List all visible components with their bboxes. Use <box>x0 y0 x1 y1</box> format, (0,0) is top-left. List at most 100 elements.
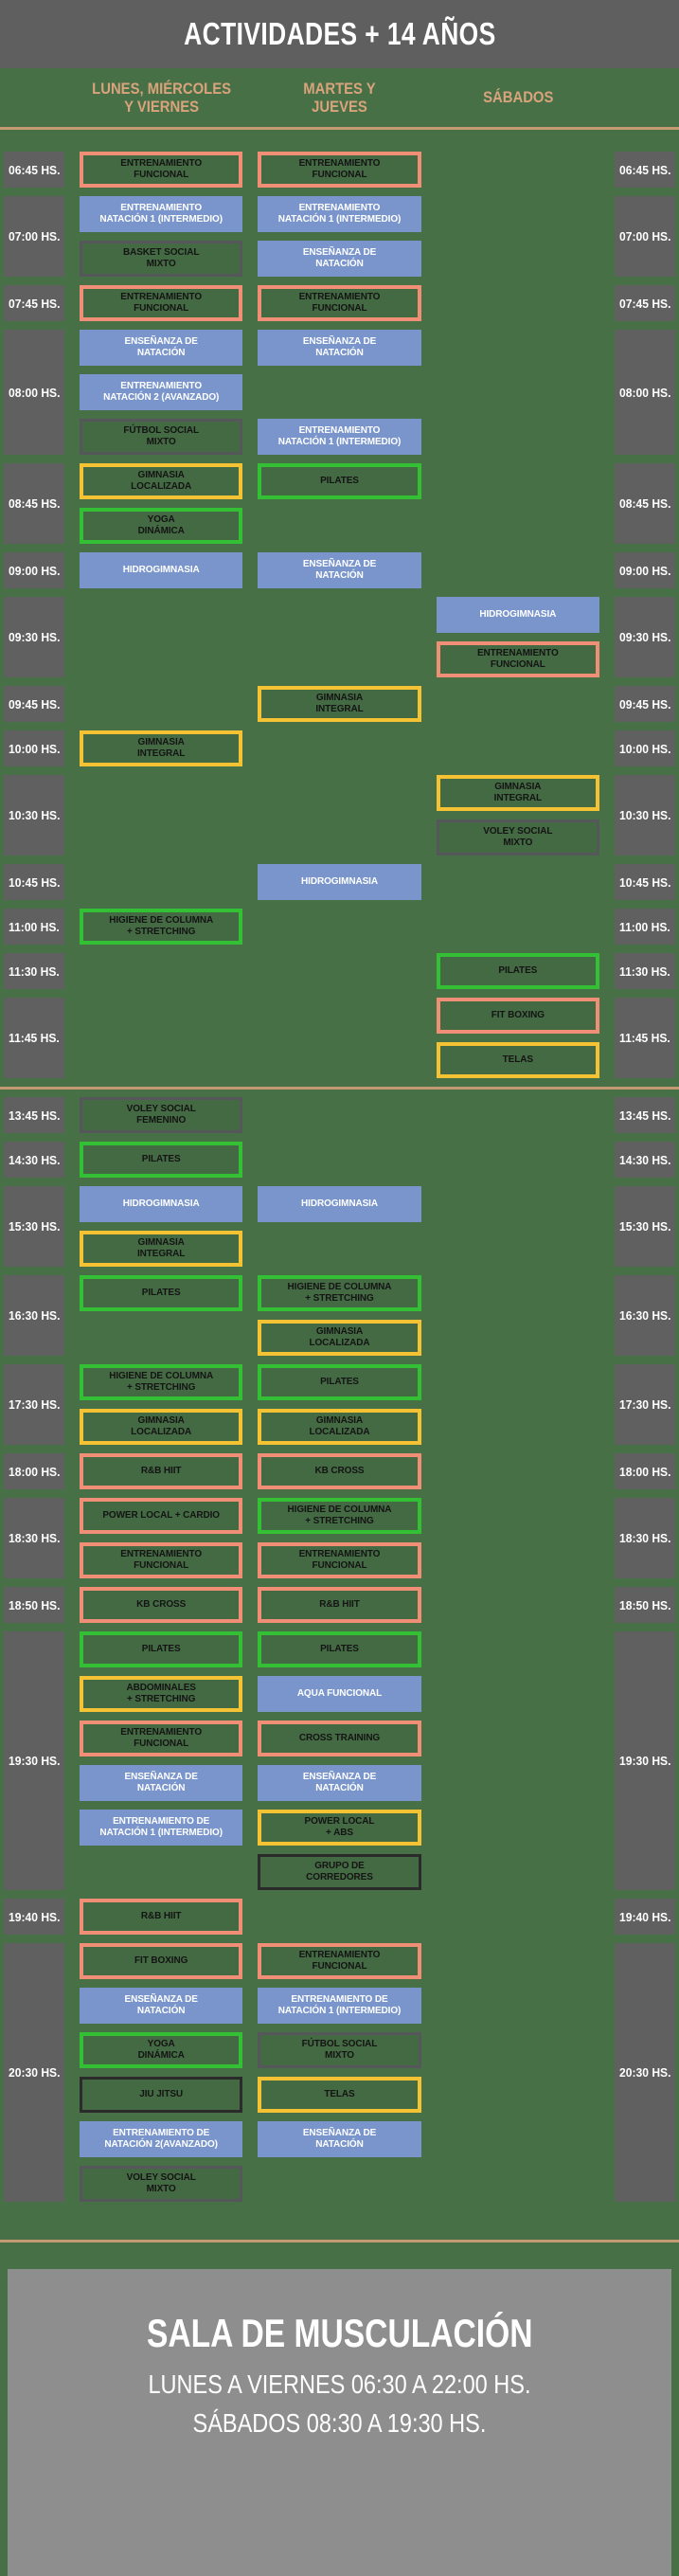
time-block: 13:45 HS.13:45 HS.VOLEY SOCIAL FEMENINO <box>0 1097 679 1133</box>
activity-card: ENTRENAMIENTO DE NATACIÓN 1 (INTERMEDIO) <box>80 1810 243 1846</box>
schedule: 06:45 HS. 06:45 HS. ENTRENAMIENTO FUNCIONA… <box>0 152 679 2202</box>
activity-card: AQUA FUNCIONAL <box>258 1676 421 1712</box>
time-block: 14:30 HS. 14:30 HS. PILATES <box>0 1142 679 1178</box>
footer-title: SALA DE MUSCULACIÓN <box>146 2311 533 2355</box>
time-label-left: 09:30 HS. <box>4 597 64 677</box>
time-label-right: 09:45 HS. <box>614 686 675 722</box>
activity-card: HIDROGIMNASIA <box>258 1186 421 1222</box>
activity-card: R&B HIIT <box>80 1453 243 1489</box>
activity-card: FÚTBOL SOCIAL MIXTO <box>80 419 243 455</box>
time-label-right: 15:30 HS. <box>614 1186 675 1267</box>
activity-card: GIMNASIA INTEGRAL <box>80 730 243 766</box>
footer-hours-saturdays: SÁBADOS 08:30 A 19:30 HS. <box>192 2407 487 2438</box>
time-label-right: 18:00 HS. <box>614 1453 675 1489</box>
time-label-right: 14:30 HS. <box>614 1142 675 1178</box>
activity-card: FIT BOXING <box>80 1943 243 1979</box>
activity-card: FÚTBOL SOCIAL MIXTO <box>258 2032 421 2068</box>
activity-card: HIGIENE DE COLUMNA + STRETCHING <box>258 1275 421 1311</box>
activity-card: PILATES <box>80 1631 243 1667</box>
time-label-right: 11:30 HS. <box>614 953 675 989</box>
activity-card: PILATES <box>80 1142 243 1178</box>
activity-card: HIGIENE DE COLUMNA + STRETCHING <box>258 1498 421 1534</box>
page-title: ACTIVIDADES + 14 AÑOS <box>183 16 496 51</box>
activity-card: ENTRENAMIENTO FUNCIONAL <box>258 1542 421 1578</box>
activity-card: GIMNASIA LOCALIZADA <box>80 1409 243 1445</box>
time-label-left: 18:00 HS. <box>4 1453 64 1489</box>
time-label-left: 07:45 HS. <box>4 285 64 321</box>
time-label-right: 13:45 HS. <box>614 1097 675 1133</box>
time-label-right: 10:00 HS. <box>614 730 675 766</box>
activity-card: ENTRENAMIENTO FUNCIONAL <box>80 1720 243 1756</box>
time-label-right: 11:00 HS. <box>614 909 675 945</box>
activity-card: ENTRENAMIENTO FUNCIONAL <box>258 152 421 188</box>
time-label-right: 16:30 HS. <box>614 1275 675 1356</box>
time-block: 18:00 HS. 18:00 HS. R&B HIIT KB CROSS <box>0 1453 679 1489</box>
activity-card: GIMNASIA INTEGRAL <box>258 686 421 722</box>
activity-card: ENSEÑANZA DE NATACIÓN <box>80 1765 243 1801</box>
time-label-right: 11:45 HS. <box>614 998 675 1078</box>
time-block: 07:00 HS.07:00 HS.ENTRENAMIENTO NATACIÓN… <box>0 196 679 277</box>
time-label-right: 09:00 HS. <box>614 552 675 588</box>
day-header-martes-jueves: MARTES Y JUEVES <box>303 80 376 116</box>
time-label-right: 19:40 HS. <box>614 1899 675 1935</box>
time-label-left: 16:30 HS. <box>4 1275 64 1356</box>
activity-card: TELAS <box>258 2077 421 2113</box>
time-label-left: 18:50 HS. <box>4 1587 64 1623</box>
divider <box>0 1087 679 1090</box>
divider <box>0 2240 679 2243</box>
activity-card: ENTRENAMIENTO NATACIÓN 1 (INTERMEDIO) <box>258 419 421 455</box>
activity-card: VOLEY SOCIAL FEMENINO <box>80 1097 243 1133</box>
time-block: 06:45 HS. 06:45 HS. ENTRENAMIENTO FUNCIONA… <box>0 152 679 188</box>
activity-card: GIMNASIA LOCALIZADA <box>80 463 243 499</box>
activity-card: HIGIENE DE COLUMNA + STRETCHING <box>80 909 243 945</box>
time-block: 10:00 HS.10:00 HS.GIMNASIA INTEGRAL <box>0 730 679 766</box>
activity-card: GIMNASIA INTEGRAL <box>436 775 599 811</box>
activity-card: ENTRENAMIENTO DE NATACIÓN 1 (INTERMEDIO) <box>258 1988 421 2024</box>
activity-card: ENTRENAMIENTO FUNCIONAL <box>80 1542 243 1578</box>
time-label-right: 06:45 HS. <box>614 152 675 188</box>
activity-card: VOLEY SOCIAL MIXTO <box>80 2166 243 2202</box>
time-label-right: 19:30 HS. <box>614 1631 675 1890</box>
time-label-right: 20:30 HS. <box>614 1943 675 2202</box>
time-label-left: 17:30 HS. <box>4 1364 64 1445</box>
time-label-right: 08:00 HS. <box>614 330 675 455</box>
activity-card: GRUPO DE CORREDORES <box>258 1854 421 1890</box>
activity-card: HIDROGIMNASIA <box>436 597 599 633</box>
time-block: 07:45 HS. 07:45 HS. ENTRENAMIENTO FUNCIONA… <box>0 285 679 321</box>
activity-card: R&B HIIT <box>258 1587 421 1623</box>
time-label-left: 06:45 HS. <box>4 152 64 188</box>
time-label-right: 07:00 HS. <box>614 196 675 277</box>
activity-card: ENTRENAMIENTO FUNCIONAL <box>80 285 243 321</box>
time-label-right: 10:30 HS. <box>614 775 675 856</box>
time-label-left: 19:40 HS. <box>4 1899 64 1935</box>
activity-card: HIDROGIMNASIA <box>80 552 243 588</box>
time-label-left: 08:00 HS. <box>4 330 64 455</box>
activity-card: KB CROSS <box>258 1453 421 1489</box>
activity-card: ENTRENAMIENTO NATACIÓN 1 (INTERMEDIO) <box>258 196 421 232</box>
activity-card: ABDOMINALES + STRETCHING <box>80 1676 243 1712</box>
activity-card: YOGA DINÁMICA <box>80 2032 243 2068</box>
time-block: 11:00 HS.11:00 HS.HIGIENE DE COLUMNA + S… <box>0 909 679 945</box>
activity-card: ENTRENAMIENTO FUNCIONAL <box>258 1943 421 1979</box>
activity-card: GIMNASIA LOCALIZADA <box>258 1320 421 1356</box>
time-label-right: 08:45 HS. <box>614 463 675 544</box>
activity-card: PILATES <box>436 953 599 989</box>
time-label-left: 19:30 HS. <box>4 1631 64 1890</box>
time-label-left: 09:45 HS. <box>4 686 64 722</box>
activity-card: ENSEÑANZA DE NATACIÓN <box>258 330 421 366</box>
day-header-lunes-miercoles-viernes: LUNES, MIÉRCOLES Y VIERNES <box>91 80 231 116</box>
activity-card: R&B HIIT <box>80 1899 243 1935</box>
activity-card: ENTRENAMIENTO FUNCIONAL <box>258 285 421 321</box>
activity-card: POWER LOCAL + ABS <box>258 1810 421 1846</box>
activity-card: HIDROGIMNASIA <box>258 864 421 900</box>
time-label-left: 14:30 HS. <box>4 1142 64 1178</box>
time-label-right: 07:45 HS. <box>614 285 675 321</box>
activity-card: ENTRENAMIENTO FUNCIONAL <box>80 152 243 188</box>
